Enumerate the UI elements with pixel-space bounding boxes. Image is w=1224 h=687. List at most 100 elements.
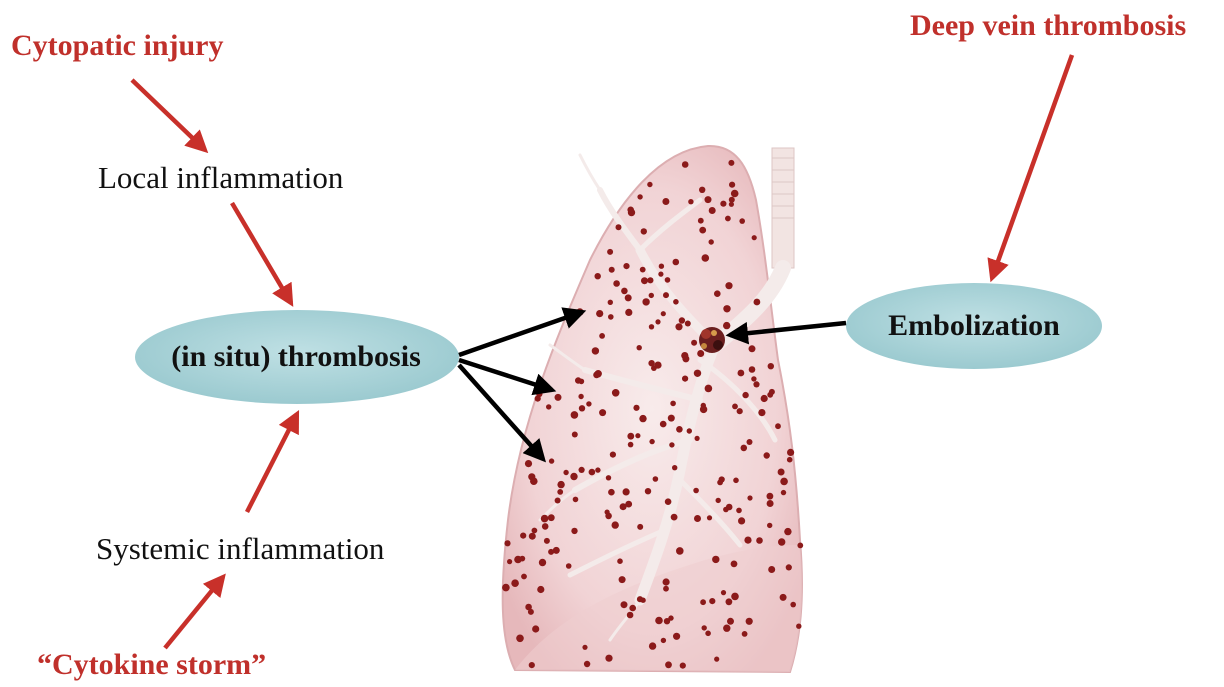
micro-thrombus-dot	[729, 202, 734, 207]
micro-thrombus-dot	[637, 194, 642, 199]
micro-thrombus-dot	[731, 561, 738, 568]
micro-thrombus-dot	[661, 311, 666, 316]
micro-thrombus-dot	[582, 645, 587, 650]
micro-thrombus-dot	[694, 515, 701, 522]
micro-thrombus-dot	[595, 370, 602, 377]
micro-thrombus-dot	[659, 264, 664, 269]
micro-thrombus-dot	[769, 389, 775, 395]
embolus-clot-icon	[699, 327, 725, 353]
micro-thrombus-dot	[669, 442, 674, 447]
arrow-cytopathic-to-local	[132, 80, 205, 150]
micro-thrombus-dot	[693, 488, 699, 494]
micro-thrombus-dot	[721, 590, 726, 595]
micro-thrombus-dot	[511, 579, 519, 587]
micro-thrombus-dot	[557, 489, 563, 495]
micro-thrombus-dot	[605, 509, 610, 514]
micro-thrombus-dot	[695, 436, 700, 441]
micro-thrombus-dot	[619, 576, 626, 583]
trachea	[772, 148, 794, 268]
micro-thrombus-dot	[528, 609, 534, 615]
micro-thrombus-dot	[649, 293, 654, 298]
micro-thrombus-dot	[679, 317, 685, 323]
micro-thrombus-dot	[539, 559, 546, 566]
micro-thrombus-dot	[761, 395, 768, 402]
micro-thrombus-dot	[673, 259, 680, 266]
micro-thrombus-dot	[767, 523, 772, 528]
micro-thrombus-dot	[723, 305, 730, 312]
micro-thrombus-dot	[764, 452, 770, 458]
micro-thrombus-dot	[699, 227, 706, 234]
arrow-thrombosis-middle	[459, 360, 552, 390]
micro-thrombus-dot	[729, 182, 735, 188]
micro-thrombus-dot	[665, 661, 672, 668]
micro-thrombus-dot	[665, 277, 671, 283]
micro-thrombus-dot	[778, 469, 785, 476]
label-systemic-inflammation: Systemic inflammation	[96, 533, 384, 564]
micro-thrombus-dot	[647, 277, 653, 283]
micro-thrombus-dot	[579, 379, 585, 385]
micro-thrombus-dot	[536, 391, 542, 397]
micro-thrombus-dot	[642, 298, 649, 305]
micro-thrombus-dot	[596, 310, 603, 317]
micro-thrombus-dot	[623, 263, 629, 269]
micro-thrombus-dot	[573, 497, 579, 503]
micro-thrombus-dot	[663, 586, 669, 592]
micro-thrombus-dot	[709, 598, 715, 604]
micro-thrombus-dot	[747, 439, 753, 445]
micro-thrombus-dot	[579, 405, 585, 411]
micro-thrombus-dot	[621, 601, 628, 608]
micro-thrombus-dot	[621, 288, 628, 295]
micro-thrombus-dot	[612, 521, 619, 528]
micro-thrombus-dot	[549, 458, 554, 463]
micro-thrombus-dot	[504, 540, 510, 546]
micro-thrombus-dot	[572, 432, 578, 438]
micro-thrombus-dot	[731, 593, 739, 601]
micro-thrombus-dot	[784, 528, 791, 535]
micro-thrombus-dot	[639, 415, 646, 422]
micro-thrombus-dot	[507, 559, 512, 564]
micro-thrombus-dot	[584, 661, 590, 667]
micro-thrombus-dot	[767, 493, 774, 500]
micro-thrombus-dot	[742, 392, 748, 398]
micro-thrombus-dot	[660, 421, 667, 428]
micro-thrombus-dot	[578, 394, 583, 399]
micro-thrombus-dot	[723, 625, 730, 632]
micro-thrombus-dot	[627, 433, 634, 440]
micro-thrombus-dot	[738, 517, 745, 524]
micro-thrombus-dot	[768, 363, 774, 369]
micro-thrombus-dot	[571, 528, 577, 534]
micro-thrombus-dot	[537, 586, 544, 593]
label-cytokine-storm: “Cytokine storm”	[37, 650, 266, 680]
micro-thrombus-dot	[608, 300, 613, 305]
micro-thrombus-dot	[691, 340, 697, 346]
micro-thrombus-dot	[640, 267, 646, 273]
micro-thrombus-dot	[649, 439, 654, 444]
micro-thrombus-dot	[733, 478, 739, 484]
micro-thrombus-dot	[694, 370, 701, 377]
label-local-inflammation: Local inflammation	[98, 162, 343, 193]
micro-thrombus-dot	[712, 556, 719, 563]
micro-thrombus-dot	[676, 547, 684, 555]
arrow-dvt-to-embolization	[992, 55, 1072, 278]
micro-thrombus-dot	[797, 543, 803, 549]
label-cytopathic-injury: Cytopatic injury	[11, 31, 224, 61]
micro-thrombus-dot	[613, 280, 620, 287]
micro-thrombus-dot	[668, 615, 673, 620]
micro-thrombus-dot	[668, 415, 675, 422]
arrow-cytokine-to-systemic	[165, 577, 223, 648]
micro-thrombus-dot	[727, 618, 734, 625]
micro-thrombus-dot	[557, 481, 564, 488]
micro-thrombus-dot	[670, 401, 676, 407]
micro-thrombus-dot	[665, 498, 672, 505]
micro-thrombus-dot	[637, 524, 643, 530]
micro-thrombus-dot	[599, 333, 605, 339]
arrow-local-to-thrombosis	[232, 203, 291, 303]
micro-thrombus-dot	[592, 347, 599, 354]
micro-thrombus-dot	[736, 508, 742, 514]
micro-thrombus-dot	[701, 403, 706, 408]
micro-thrombus-dot	[714, 657, 719, 662]
micro-thrombus-dot	[725, 216, 731, 222]
micro-thrombus-dot	[746, 618, 753, 625]
micro-thrombus-dot	[655, 617, 663, 625]
